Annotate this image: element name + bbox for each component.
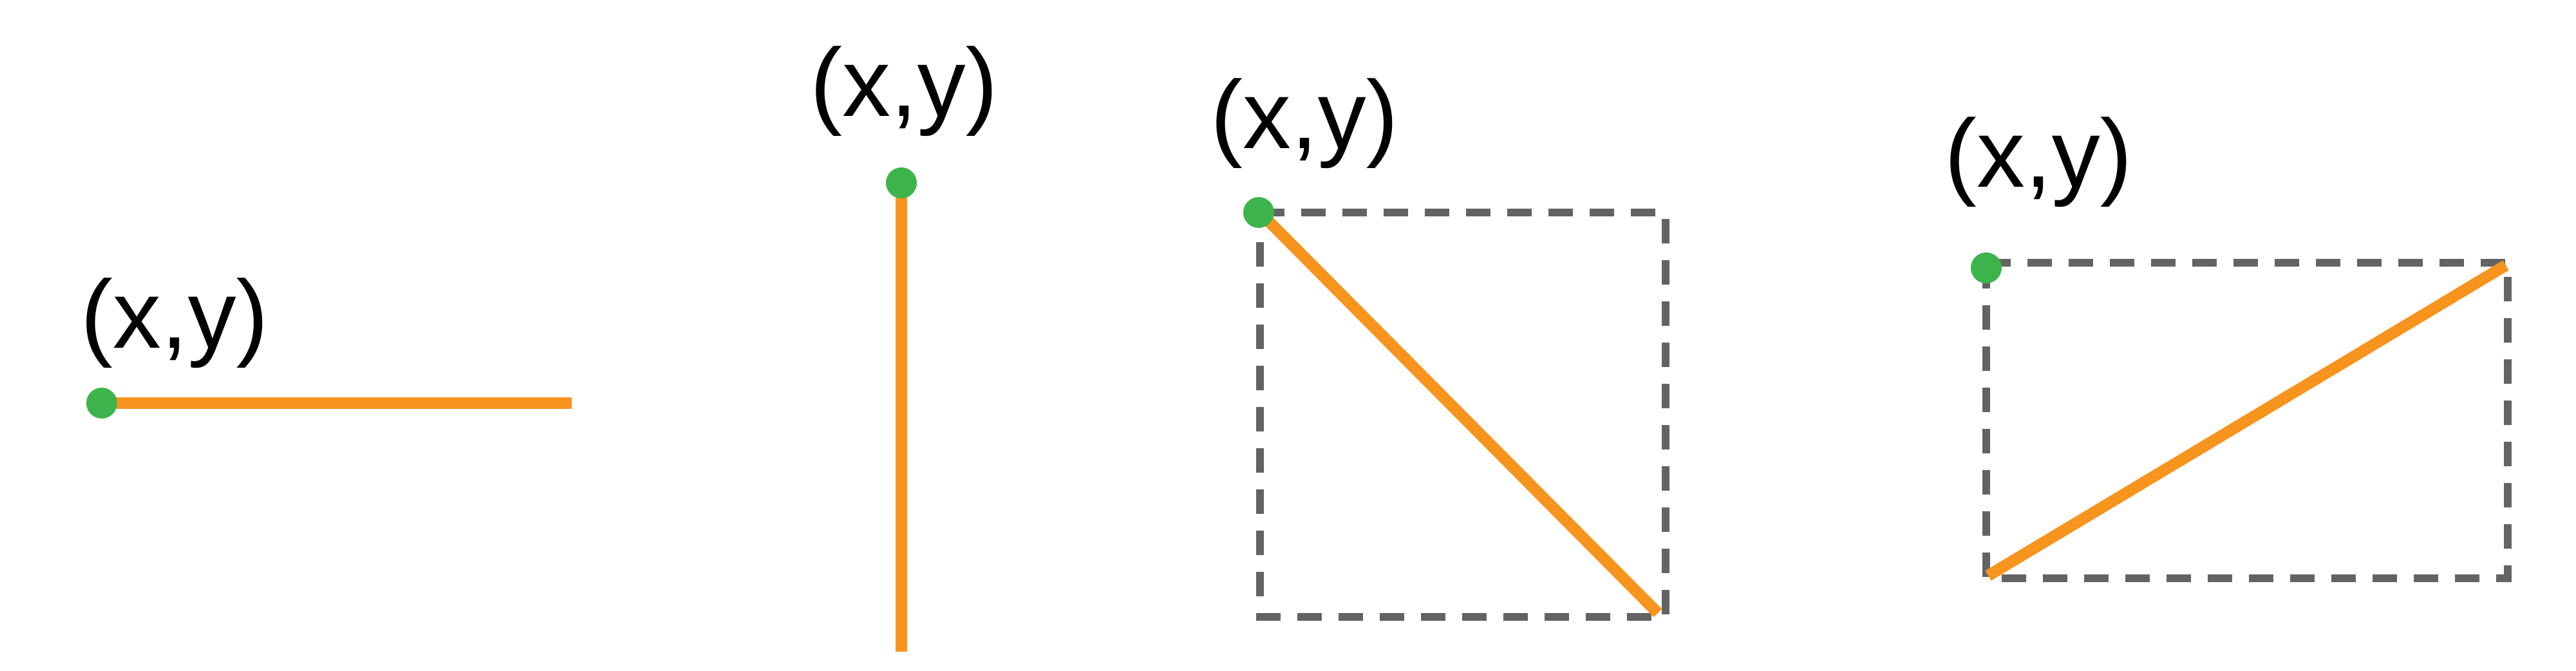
panel-horizontal: (x,y) [80,260,572,419]
bounding-box-diagonal-up [1982,259,2512,582]
origin-point-diagonal-up [1971,252,2002,283]
panel-vertical: (x,y) [810,28,998,652]
panel-diagonal-up: (x,y) [1944,99,2512,582]
origin-label-diagonal-down: (x,y) [1210,61,1398,169]
origin-label-diagonal-up: (x,y) [1944,99,2132,207]
bounding-box-diagonal-down [1256,209,1669,621]
diagonal-up-line [1985,260,2509,581]
origin-point-diagonal-down [1243,197,1274,228]
origin-point-horizontal [86,388,117,419]
origin-label-vertical: (x,y) [810,28,998,137]
origin-label-horizontal: (x,y) [80,260,268,368]
diagonal-down-line [1255,208,1662,618]
panel-diagonal-down: (x,y) [1210,61,1669,621]
origin-point-vertical [886,167,917,198]
